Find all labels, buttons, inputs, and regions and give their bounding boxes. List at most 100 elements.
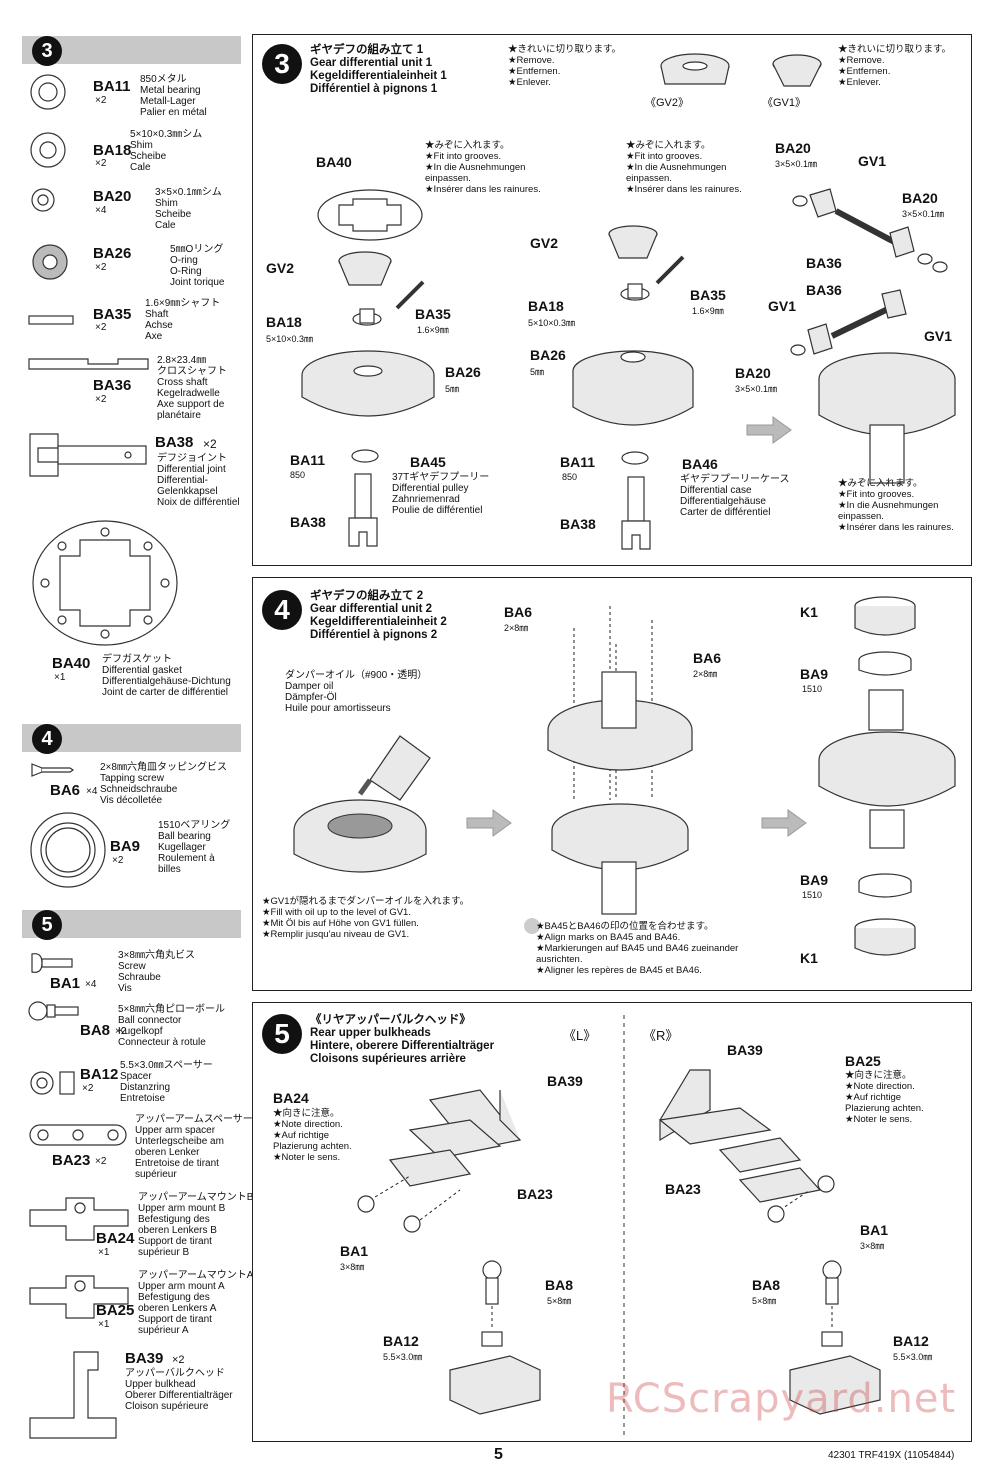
label-ba9-size: 1510 <box>802 684 823 694</box>
step-3-title: ギヤデフの組み立て 1 Gear differential unit 1 Keg… <box>310 44 447 95</box>
step-5-badge: 5 <box>262 1014 302 1054</box>
sidebar-step-3-badge: 3 <box>32 36 62 66</box>
label-ba6-size: 2×8㎜ <box>693 669 718 679</box>
oil-filling-drawing <box>293 735 431 873</box>
label-ba18: BA18 <box>266 314 302 330</box>
align-marks-note: ★BA45とBA46の印の位置を合わせます。 ★Align marks on B… <box>536 921 739 976</box>
shim-drawing <box>620 283 650 301</box>
right-side-label: 《R》 <box>643 1028 679 1043</box>
upper-arm-spacer-icon <box>29 1124 127 1146</box>
direction-note: ★向きに注意。 ★Note direction. ★Auf richtige P… <box>273 1108 352 1163</box>
part-code: BA40 <box>52 655 91 672</box>
label-ba25: BA25 <box>845 1053 881 1069</box>
remove-note: ★きれいに切り取ります。 ★Remove. ★Entfernen. ★Enlev… <box>838 44 952 88</box>
part-desc: 3×5×0.1㎜シム Shim Scheibe Cale <box>155 187 222 231</box>
gasket-drawing <box>317 189 423 241</box>
label-gv2: GV2 <box>266 260 295 276</box>
part-code: BA38 <box>155 434 194 451</box>
part-code: BA23 <box>52 1152 91 1169</box>
oil-note: ダンパーオイル（#900・透明） Damper oil Dämpfer-Öl H… <box>285 670 428 714</box>
label-ba11-size: 850 <box>290 470 306 480</box>
part-qty: ×4 <box>95 205 107 216</box>
groove-note: ★みぞに入れます。 ★Fit into grooves. ★In die Aus… <box>626 140 742 195</box>
label-ba20-size: 3×5×0.1㎜ <box>902 209 945 219</box>
part-qty: ×2 <box>95 394 107 405</box>
part-desc: 1510ベアリング Ball bearing Kugellager Roulem… <box>158 820 231 875</box>
label-ba26-size: 5㎜ <box>445 384 460 394</box>
differential-joint-icon <box>29 433 147 477</box>
label-ba23: BA23 <box>665 1181 701 1197</box>
shaft-drawing <box>395 280 425 310</box>
label-ba8-size: 5×8㎜ <box>547 1296 572 1306</box>
joint-drawing <box>348 473 378 547</box>
part-code: BA25 <box>96 1302 135 1319</box>
left-side-label: 《L》 <box>563 1028 597 1043</box>
part-code: BA24 <box>96 1230 135 1247</box>
upper-arm-mount-a-icon <box>29 1275 129 1319</box>
part-desc: アッパーバルクヘッド Upper bulkhead Oberer Differe… <box>125 1368 233 1412</box>
part-qty: ×4 <box>86 786 98 797</box>
groove-note: ★みぞに入れます。 ★Fit into grooves. ★In die Aus… <box>425 140 541 195</box>
label-ba8: BA8 <box>545 1277 574 1293</box>
part-desc: 850メタル Metal bearing Metall-Lager Palier… <box>140 74 207 118</box>
part-code: BA36 <box>93 377 132 394</box>
differential-gasket-icon <box>32 520 178 646</box>
label-ba12: BA12 <box>893 1333 929 1349</box>
part-code: BA1 <box>50 975 81 992</box>
part-desc: 5×10×0.3㎜シム Shim Scheibe Cale <box>130 129 203 173</box>
label-ba36: BA36 <box>806 255 842 271</box>
label-ba9: BA9 <box>800 666 829 682</box>
gv2-label: 《GV2》 <box>645 97 690 109</box>
label-ba6: BA6 <box>504 604 533 620</box>
label-ba12: BA12 <box>383 1333 419 1349</box>
part-code: BA18 <box>93 142 132 159</box>
label-ba38: BA38 <box>290 514 326 530</box>
gv2-gear-drawing <box>338 251 392 286</box>
upper-arm-mount-b-icon <box>29 1197 129 1241</box>
remove-note: ★きれいに切り取ります。 ★Remove. ★Entfernen. ★Enlev… <box>508 44 622 88</box>
step-4-title: ギヤデフの組み立て 2 Gear differential unit 2 Keg… <box>310 590 447 641</box>
gv1-label: 《GV1》 <box>762 97 807 109</box>
label-ba1-size: 3×8㎜ <box>860 1241 885 1251</box>
shaft-drawing <box>655 255 685 285</box>
screw-icon <box>31 953 73 973</box>
shim-drawing <box>352 308 382 326</box>
cross-shaft-assembly-drawing <box>790 289 907 356</box>
ba46-desc: ギヤデフプーリーケース Differential case Differenti… <box>680 474 790 518</box>
part-code: BA12 <box>80 1066 119 1083</box>
label-ba39: BA39 <box>727 1042 763 1058</box>
part-qty: ×1 <box>98 1247 110 1258</box>
part-desc: 2×8㎜六角皿タッピングビス Tapping screw Schneidschr… <box>100 762 227 806</box>
metal-bearing-icon <box>30 74 66 110</box>
label-ba18-size: 5×10×0.3㎜ <box>266 334 314 344</box>
part-desc: 5㎜Oリング O-ring O-Ring Joint torique <box>170 244 225 288</box>
part-qty: ×2 <box>95 322 107 333</box>
part-qty: ×1 <box>98 1319 110 1330</box>
gv2-gear-drawing <box>608 225 658 259</box>
tapping-screw-icon <box>31 763 75 777</box>
left-bulkhead-assembly-drawing <box>357 1089 522 1233</box>
label-ba23: BA23 <box>517 1186 553 1202</box>
label-ba26-size: 5㎜ <box>530 367 545 377</box>
product-code: 42301 TRF419X (11054844) <box>828 1450 955 1461</box>
part-desc: 5.5×3.0㎜スペーサー Spacer Distanzring Entreto… <box>120 1060 213 1104</box>
align-mark-icon <box>524 918 540 934</box>
part-qty: ×4 <box>85 979 97 990</box>
sidebar-step-5-badge: 5 <box>32 910 62 940</box>
part-code: BA26 <box>93 245 132 262</box>
k1-tool-drawing <box>854 918 916 956</box>
part-desc: アッパーアームマウントB Upper arm mount B Befestigu… <box>138 1192 254 1258</box>
part-qty: ×1 <box>54 672 66 683</box>
label-ba20: BA20 <box>735 365 771 381</box>
label-ba46: BA46 <box>682 456 718 472</box>
part-desc: アッパーアームマウントA Upper arm mount A Befestigu… <box>138 1270 254 1336</box>
part-qty: ×2 <box>95 158 107 169</box>
bearing-drawing <box>351 449 379 463</box>
step-4-badge: 4 <box>262 590 302 630</box>
part-qty: ×2 <box>115 1026 127 1037</box>
label-k1: K1 <box>800 604 818 620</box>
part-desc: 5×8㎜六角ピローボール Ball connector Kugelkopf Co… <box>118 1004 225 1048</box>
part-code: BA20 <box>93 188 132 205</box>
step-5-title: 《リヤアッパーバルクヘッド》 Rear upper bulkheads Hint… <box>310 1014 495 1065</box>
next-step-arrow <box>761 809 807 837</box>
